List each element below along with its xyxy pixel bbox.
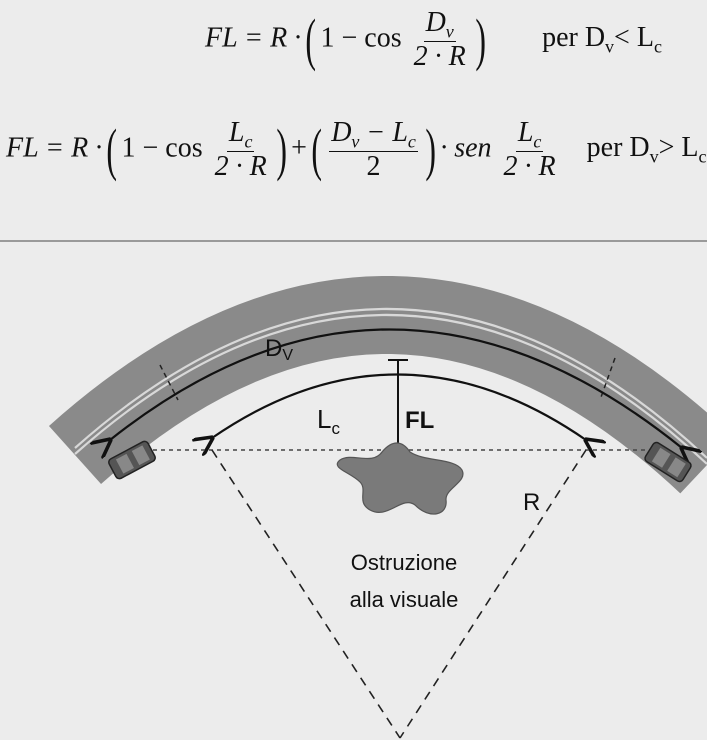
formula2-fraction2: Dv − Lc 2 (329, 118, 418, 182)
formula2-num3: L (517, 117, 534, 148)
lane-line-inner (74, 313, 707, 465)
formula2-cond-sub1: v (649, 146, 659, 167)
formula2-fraction3: Lc 2 · R (502, 118, 558, 182)
formula2-fraction1: Lc 2 · R (213, 118, 269, 182)
formula1-one-minus-cos: 1 − cos (320, 22, 402, 54)
label-r: R (523, 489, 540, 516)
formula2-plus: + (291, 132, 307, 164)
formula1-den: 2 · R (413, 41, 466, 73)
formula2-lhs: FL = R · (6, 132, 103, 164)
formula1-condition: per Dv< Lc (542, 22, 662, 57)
formula2-num2-minus: − L (359, 117, 408, 148)
formula2-num3-sub: c (533, 131, 542, 152)
formula1-num: D (425, 7, 446, 38)
road-mark-left-1 (159, 364, 179, 401)
formula2-condition: per Dv> Lc (586, 132, 707, 167)
formula1-cond-sub1: v (605, 36, 615, 57)
dv-arrow (110, 328, 682, 448)
lane-line-outer (74, 307, 707, 459)
formula-long-sight: FL = R ·(1 − cos Lc 2 · R )+( Dv − Lc 2 … (6, 116, 707, 183)
label-lc: Lc (317, 404, 340, 438)
car-left (108, 440, 156, 480)
formula1-cond: per D (542, 22, 606, 54)
formula-short-sight: FL = R ·(1 − cos Dv 2 · R ) per Dv< Lc (205, 6, 662, 73)
formula2-num1-sub: c (244, 131, 253, 152)
formula1-fraction: Dv 2 · R (412, 8, 468, 72)
formula1-cond-sub2: c (653, 36, 662, 57)
formula2-num2: D (331, 117, 352, 148)
formula2-den1: 2 · R (214, 151, 267, 183)
formula1-num-sub: v (445, 21, 454, 42)
formula2-den3: 2 · R (503, 151, 556, 183)
obstruction-shape (336, 442, 464, 515)
formula1-lhs: FL = R · (205, 22, 302, 54)
formula1-cond-op: < L (614, 22, 654, 54)
label-fl: FL (405, 407, 434, 434)
formula2-num2-sub2: c (407, 131, 416, 152)
formula2-num1: L (228, 117, 245, 148)
formula2-one-minus-cos: 1 − cos (121, 132, 203, 164)
formula2-cond: per D (586, 132, 650, 164)
formula2-sen: · sen (440, 132, 492, 164)
car-right (644, 441, 692, 483)
formula2-cond-op: > L (658, 132, 699, 164)
formula2-cond-sub2: c (698, 146, 707, 167)
formula2-num2-sub: v (351, 131, 360, 152)
label-dv: DV (265, 335, 293, 364)
section-divider (0, 240, 707, 242)
formula2-den2: 2 (366, 151, 381, 183)
obstruction-label-line2: alla visuale (350, 587, 459, 612)
obstruction-label-line1: Ostruzione (351, 550, 457, 575)
